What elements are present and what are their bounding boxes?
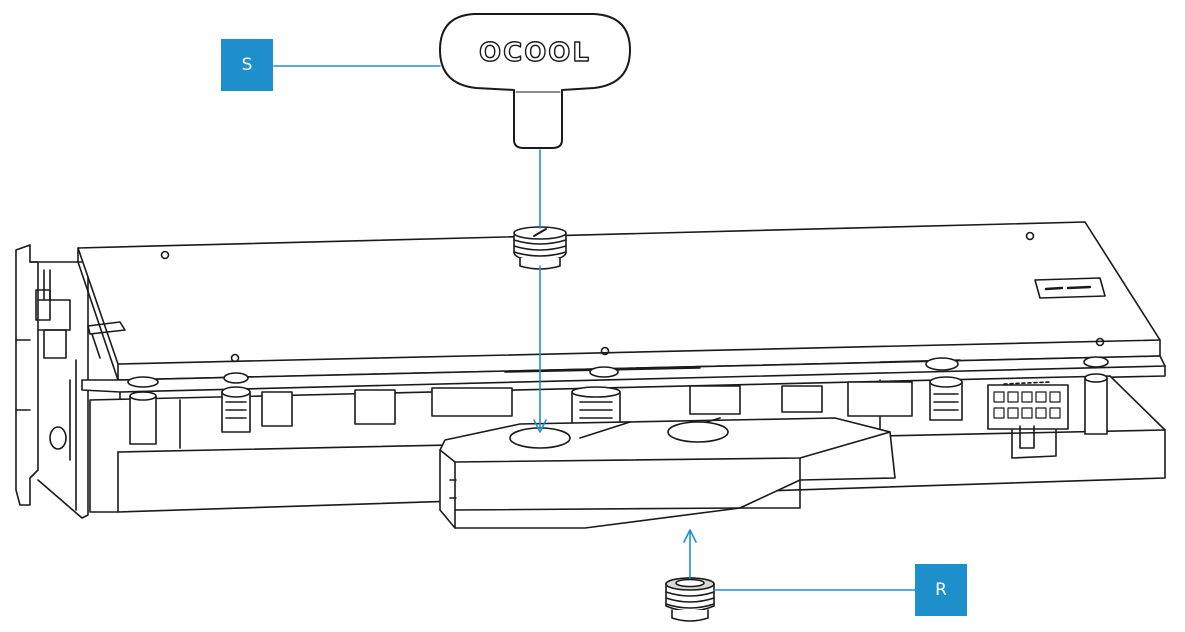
pci-bracket [15,244,89,519]
leader-lines [273,65,916,591]
gpu-waterblock-drawing [15,221,1166,529]
callout-label-r: R [915,564,967,616]
callout-label-s: S [221,39,273,91]
power-connector [987,381,1069,459]
fill-port-key-icon: OCOOL [439,13,631,149]
screw-plug-bottom [665,577,715,622]
pcb-components [127,356,1109,445]
arrow-up-icon [683,529,697,543]
alphacool-logo-icon [1034,277,1106,299]
top-plate [77,221,1161,381]
arrow-down-icon [533,419,547,433]
terminal-block [439,417,896,529]
screw-plug-top [513,226,567,270]
key-logo-text: OCOOL [479,38,591,68]
